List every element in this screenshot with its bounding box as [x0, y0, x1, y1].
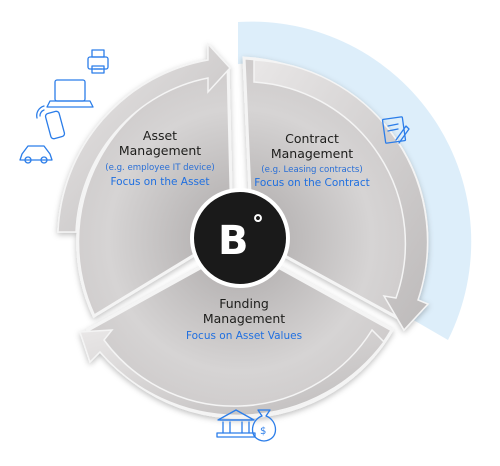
contract-arrow [253, 59, 430, 332]
funding-title-line-1: Funding [219, 296, 269, 311]
car-icon [19, 145, 53, 164]
asset-subtitle: (e.g. employee IT device) [105, 163, 215, 173]
logo-mark: ° [252, 210, 264, 238]
contract-title-line-2: Management [271, 146, 353, 161]
contract-focus: Focus on the Contract [254, 177, 369, 189]
smartphone-icon [36, 105, 66, 140]
contract-highlight-band [238, 21, 472, 340]
contract-title-line-1: Contract [285, 131, 339, 146]
printer-icon [87, 49, 109, 74]
contract-subtitle: (e.g. Leasing contracts) [261, 165, 363, 175]
asset-title-line-2: Management [119, 143, 201, 158]
money-bag-icon: $ [251, 409, 277, 442]
bank-icon [216, 409, 256, 438]
laptop-icon [46, 79, 94, 108]
asset-focus: Focus on the Asset [110, 176, 209, 188]
logo-letter: B [218, 218, 249, 264]
svg-text:$: $ [260, 426, 266, 437]
funding-arrow [78, 328, 385, 417]
funding-title-line-2: Management [203, 311, 285, 326]
funding-focus: Focus on Asset Values [186, 330, 302, 342]
contract-document-icon [381, 116, 410, 144]
funding-segment [78, 244, 395, 419]
center-logo: B ° [190, 188, 290, 288]
asset-arrow [57, 42, 232, 233]
asset-title-line-1: Asset [143, 128, 177, 143]
